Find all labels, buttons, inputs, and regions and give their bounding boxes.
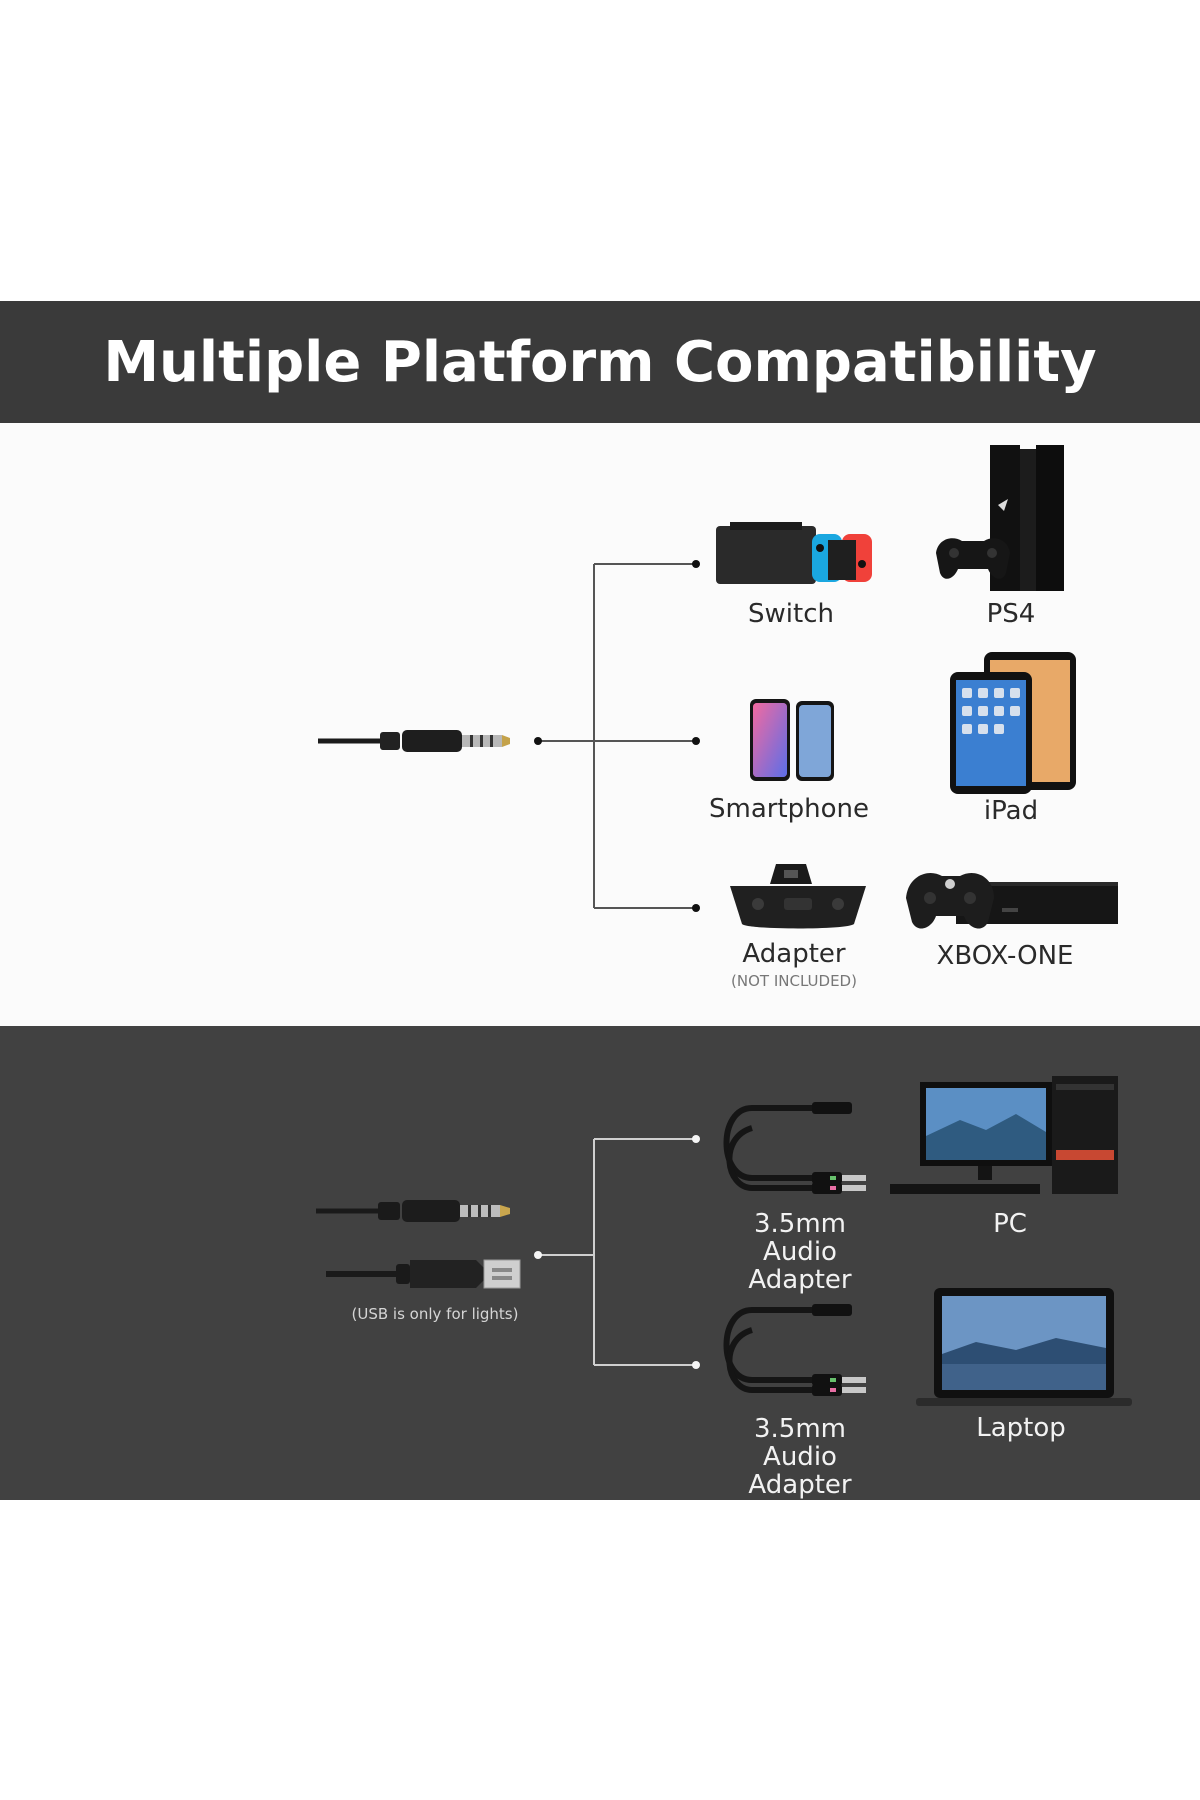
- device-label-audio-adapter-2: 3.5mm Audio Adapter: [748, 1414, 852, 1500]
- usb-lights-note: (USB is only for lights): [351, 1305, 519, 1323]
- device-label-smartphone: Smartphone: [708, 794, 869, 824]
- device-label-pc: PC: [993, 1209, 1027, 1239]
- xbox-one-console-icon: [906, 872, 1118, 929]
- device-label-adapter: Adapter: [742, 939, 846, 969]
- laptop-icon: [916, 1288, 1132, 1406]
- device-label-audio-adapter-1: 3.5mm Audio Adapter: [748, 1209, 852, 1295]
- header-banner: Multiple Platform Compatibility: [0, 301, 1200, 423]
- device-label-laptop: Laptop: [976, 1413, 1066, 1443]
- desktop-pc-icon: [890, 1076, 1118, 1194]
- xbox-headset-adapter-icon: [730, 864, 866, 929]
- ipad-icon: [950, 652, 1076, 794]
- device-label-xbox-one: XBOX-ONE: [936, 941, 1074, 971]
- headset-audio-jack-icon-bottom: [316, 1200, 510, 1222]
- usb-plug-icon: [326, 1259, 521, 1289]
- device-label-switch: Switch: [748, 599, 834, 629]
- ps4-console-icon: [936, 445, 1064, 591]
- nintendo-switch-icon: [716, 522, 872, 584]
- adapter-not-included-note: (NOT INCLUDED): [731, 972, 857, 990]
- smartphone-icon: [750, 699, 834, 781]
- page-title: Multiple Platform Compatibility: [103, 329, 1097, 395]
- device-label-ps4: PS4: [986, 599, 1036, 629]
- audio-splitter-cable-icon-2: [723, 1304, 866, 1396]
- device-label-ipad: iPad: [983, 796, 1039, 826]
- headset-audio-jack-icon: [318, 730, 510, 752]
- audio-splitter-cable-icon: [723, 1102, 866, 1194]
